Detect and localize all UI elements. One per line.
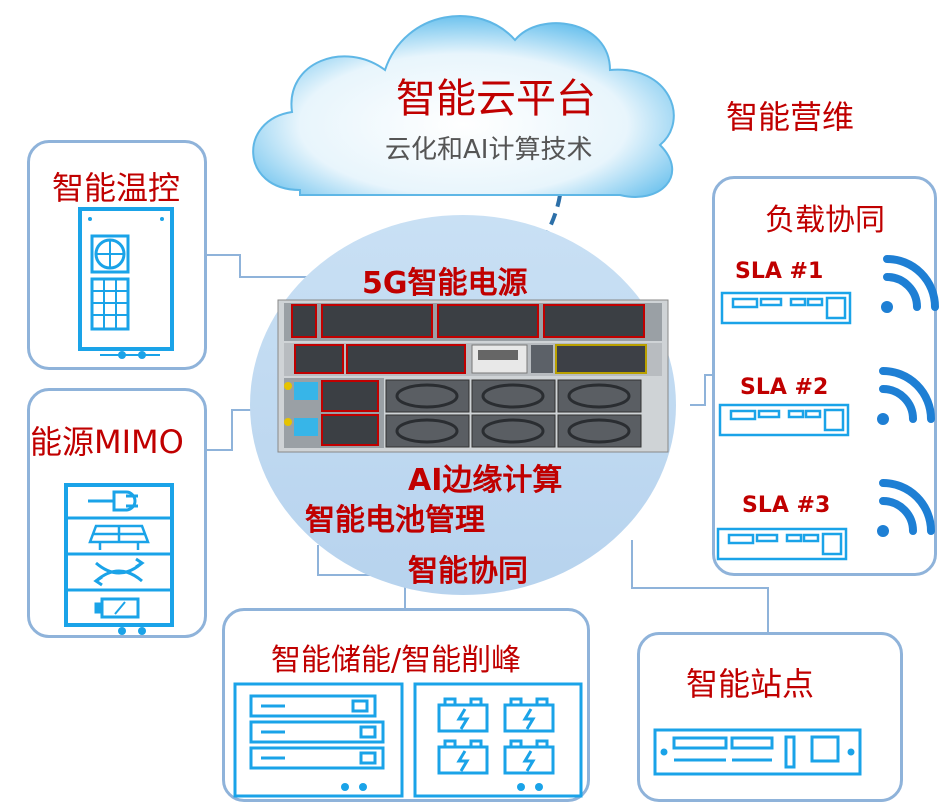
cloud-title: 智能云平台 (396, 76, 596, 122)
sla-1-label: SLA #1 (735, 259, 824, 284)
edge-ai-label: AI边缘计算 (408, 463, 563, 498)
load-synergy-panel: 负载协同 SLA #1 SLA #2 SLA #3 (712, 176, 939, 576)
site-connector (631, 540, 769, 634)
rack-server-icon (249, 694, 385, 770)
rack-server-icon (720, 291, 852, 325)
storage-connector (317, 545, 406, 610)
synergy-label: 智能协同 (408, 554, 528, 589)
storage-title: 智能储能/智能削峰 (271, 643, 522, 678)
cloud-subtitle: 云化和AI计算技术 (385, 135, 593, 165)
storage-icons (233, 682, 583, 798)
power-rack (277, 299, 669, 453)
load-connector (690, 374, 712, 406)
plug-icon (88, 490, 138, 512)
wifi-icon (881, 255, 939, 313)
ops-label: 智能营维 (726, 98, 855, 136)
temp-connector (207, 254, 330, 278)
rack-server-icon (718, 403, 850, 437)
solar-panel-icon (88, 524, 150, 550)
rack-server-icon (716, 527, 848, 561)
battery-label: 智能电池管理 (305, 503, 485, 538)
sla-3-label: SLA #3 (742, 493, 831, 518)
site-panel: 智能站点 (637, 632, 903, 802)
temp-control-title: 智能温控 (52, 169, 181, 207)
site-title: 智能站点 (686, 665, 815, 703)
switch-arrows-icon (93, 557, 145, 587)
energy-mimo-title: 能源MIMO (30, 423, 184, 461)
battery-pack-icon (437, 697, 555, 775)
cloud-icon (252, 15, 675, 198)
energy-mimo-panel: 能源MIMO (27, 388, 207, 638)
temp-control-panel: 智能温控 (27, 140, 207, 370)
wifi-icon (877, 479, 935, 537)
site-device-icon (653, 728, 862, 776)
rack-server-icon (653, 728, 862, 776)
wifi-icon (877, 367, 935, 425)
power-label: 5G智能电源 (362, 266, 528, 301)
mimo-stack-icon (64, 483, 174, 635)
sla-2-label: SLA #2 (740, 375, 829, 400)
sla-devices (716, 255, 939, 561)
battery-icon (94, 597, 140, 619)
load-synergy-title: 负载协同 (765, 203, 885, 238)
storage-panel: 智能储能/智能削峰 (222, 608, 590, 802)
cabinet-icon (78, 207, 174, 359)
